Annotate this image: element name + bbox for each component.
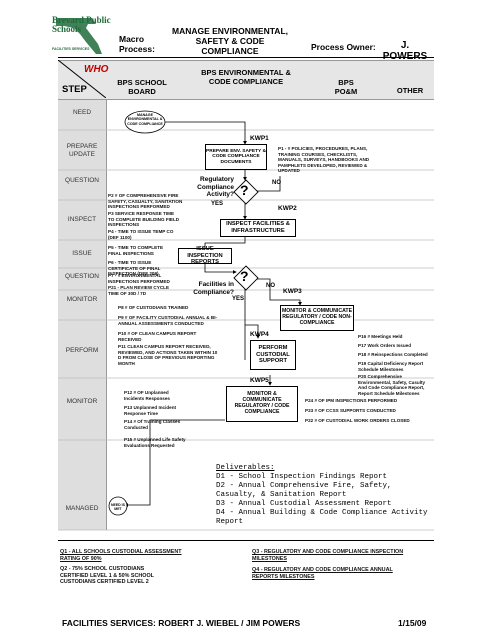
decision-2-mark: ?	[240, 268, 249, 284]
measure-p11: P11 CLEAN CAMPUS REPORT RECEIVED, REVIEW…	[118, 344, 218, 366]
goal-q4: Q4 - REGULATORY AND CODE COMPLIANCE ANNU…	[252, 567, 393, 580]
measure-p1: P1 - # POLICIES, PROCEDURES, PLANS, TRAI…	[278, 146, 370, 174]
deliverable-d4: D4 - Annual Building & Code Compliance A…	[216, 509, 428, 526]
measure-p9: P9 # OF FACILITY CUSTODIAL ANNUAL & BI-A…	[118, 315, 218, 326]
measure-p13: P13 Unplanned Incident Response Time	[124, 405, 177, 416]
logo-subtext: FACILITIES SERVICES	[52, 47, 90, 51]
measure-p23: P23 # OF CCSS SUPPORTS CONDUCTED	[305, 408, 396, 413]
decision-diamond-1	[233, 179, 259, 205]
measure-p10: P10 # OF CLEAN CAMPUS REPORT RECEIVED	[118, 331, 197, 342]
monitor-compliance-box: MONITOR & COMMUNICATE REGULATORY / CODE …	[226, 386, 298, 422]
measure-p17: P17 Work Orders Issued	[358, 343, 412, 348]
q2-label: Facilities in Compliance?	[193, 281, 234, 296]
start-node-label: MANAGE ENVIRONMENTAL & CODE COMPLIANCE	[127, 113, 163, 126]
deliverable-d1: D1 - School Inspection Findings Report	[216, 473, 388, 481]
lane-label-column	[58, 100, 106, 530]
measure-p5: P5 - TIME TO COMPLETE FINAL INSPECTIONS	[108, 245, 164, 256]
measure-p12: P12 # OF Unplanned Incidents Responses	[124, 390, 170, 401]
who-label: WHO	[84, 64, 109, 75]
end-node-label: NEED IS MET	[110, 503, 125, 511]
lane-monitor-1: MONITOR	[66, 296, 98, 303]
measure-p6: P6 - TIME TO ISSUE CERTIFICATE OF FINAL …	[108, 260, 161, 277]
measure-p20: P20 Comprehensive Environmental, Safety,…	[358, 374, 426, 396]
process-title: MANAGE ENVIRONMENTAL, SAFETY & CODE COMP…	[171, 26, 288, 56]
header-rule	[58, 57, 434, 58]
footer-left: FACILITIES SERVICES: ROBERT J. WIEBEL / …	[62, 618, 301, 628]
column-school-board: BPS SCHOOL BOARD	[117, 78, 167, 96]
measure-p15: P15 # Unplanned Life Safety Evaluations …	[124, 437, 186, 448]
measure-p8: P8 # OF CUSTODIANS TRAINED	[118, 305, 189, 310]
deliverable-d3: D3 - Annual Custodial Assessment Report	[216, 500, 392, 508]
q2-no: NO	[266, 283, 275, 289]
florida-map-icon	[56, 18, 102, 54]
measure-p7: P7 - # ENVIRONMENTAL INSPECTIONS PERFORM…	[108, 273, 170, 284]
macro-label: Macro Process:	[119, 34, 155, 54]
lane-inspect: INSPECT	[67, 216, 97, 223]
measure-p2: P2 # OF COMPREHENSIVE FIRE SAFETY, CASUA…	[108, 193, 183, 210]
kwp3-label: KWP3	[283, 288, 302, 295]
kwp1-label: KWP1	[250, 135, 269, 142]
lane-prepare-update: PREPARE UPDATE	[66, 143, 98, 158]
footer-right: 1/15/09	[398, 618, 427, 628]
owner-label: Process Owner:	[311, 42, 376, 52]
measure-p22: P22 # OF CUSTODIAL WORK ORDERS CLOSED	[305, 418, 410, 423]
q2-yes: YES	[232, 296, 245, 302]
goals-rule	[58, 540, 434, 541]
prepare-documents-box: PREPARE ENV. SAFETY & CODE COMPLIANCE DO…	[205, 144, 267, 170]
goal-q3: Q3 - REGULATORY AND CODE COMPLIANCE INSP…	[252, 549, 404, 562]
lane-need: NEED	[72, 109, 92, 116]
decision-diamond-2	[233, 265, 259, 291]
column-pom: BPS PO&M	[334, 78, 358, 96]
issue-reports-box: ISSUE INSPECTION REPORTS	[178, 246, 232, 265]
start-node	[124, 110, 166, 134]
column-other: OTHER	[396, 86, 424, 95]
q1-yes: YES	[211, 201, 224, 207]
lane-perform: PERFORM	[65, 347, 99, 354]
column-env-compliance: BPS ENVIRONMENTAL & CODE COMPLIANCE	[201, 68, 291, 86]
lane-question-2: QUESTION	[65, 273, 99, 280]
kwp5-label: KWP5	[250, 377, 269, 384]
measure-p21: P21 - PLAN REVIEW CYCLE TIME OF 30D / 7D	[108, 285, 170, 296]
goal-q2: Q2 - 75% SCHOOL CUSTODIANS CERTIFIED LEV…	[60, 566, 154, 586]
logo: Brevard Public Schools FACILITIES SERVIC…	[52, 14, 112, 56]
measure-p19: P19 Capital Deficiency Report Schedule M…	[358, 361, 424, 372]
goal-q1: Q1 - ALL SCHOOLS CUSTODIAL ASSESSMENT RA…	[60, 549, 182, 562]
lane-question-1: QUESTION	[65, 177, 99, 184]
lane-label-divider	[106, 100, 107, 530]
q1-no: NO	[272, 180, 281, 186]
deliverables: Deliverables: D1 - School Inspection Fin…	[216, 464, 436, 527]
logo-text: Brevard Public Schools	[52, 15, 111, 34]
who-step-divider	[58, 60, 106, 98]
lane-managed: MANAGED	[65, 505, 99, 512]
deliverable-d2: D2 - Annual Comprehensive Fire, Safety, …	[216, 482, 392, 499]
inspect-facilities-box: INSPECT FACILITIES & INFRASTRUCTURE	[220, 219, 296, 237]
kwp2-label: KWP2	[278, 205, 297, 212]
measure-p18: P18 # Reinspections Completed	[358, 352, 428, 357]
measure-p3: P3 SERVICE RESPONSE TIME TO COMPLETE BUI…	[108, 211, 180, 228]
deliverables-title: Deliverables:	[216, 464, 275, 472]
end-node	[108, 496, 128, 516]
measure-p14: P14 # Of Training Classes Conducted	[124, 419, 181, 430]
measure-p4: P4 - TIME TO ISSUE TEMP CO (DEF 1100)	[108, 229, 174, 240]
measure-p16: P16 # Meetings Held	[358, 334, 403, 339]
kwp4-label: KWP4	[250, 331, 269, 338]
decision-1-mark: ?	[240, 182, 249, 198]
lane-monitor-2: MONITOR	[66, 398, 98, 405]
measure-p24: P24 # OF IPM INSPECTIONS PERFORMED	[305, 398, 398, 403]
q1-label: Regulatory Compliance Activity?	[197, 176, 234, 198]
lane-issue: ISSUE	[72, 250, 92, 257]
step-label: STEP	[62, 84, 87, 95]
perform-custodial-box: PERFORM CUSTODIAL SUPPORT	[250, 340, 296, 370]
monitor-noncompliance-box: MONITOR & COMMUNICATE REGULATORY / CODE …	[280, 305, 354, 331]
column-header-row	[58, 60, 434, 100]
